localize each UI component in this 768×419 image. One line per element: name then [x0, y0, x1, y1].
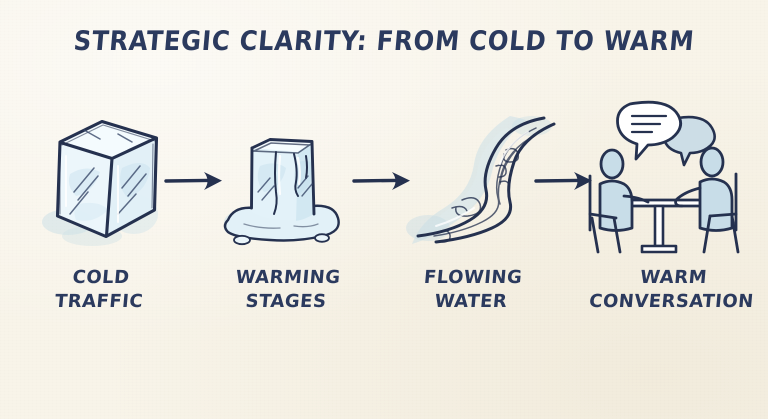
- ice-cube-icon: [26, 96, 186, 266]
- stage-label-warm-conversation: WARM CONVERSATION: [588, 267, 755, 312]
- arrow-right-icon: [352, 164, 414, 198]
- two-people-conversation-icon: [582, 96, 752, 266]
- speech-bubble-left: [616, 100, 682, 161]
- stage-label-warming-stages: WARMING STAGES: [234, 267, 342, 312]
- chair-right: [702, 172, 740, 254]
- person-left: [598, 148, 650, 232]
- stage-label-cold-traffic: COLD TRAFFIC: [54, 267, 144, 312]
- stage-label-row: COLD TRAFFIC WARMING STAGES FLOWING WATE…: [0, 266, 768, 336]
- stage-label-flowing-water: FLOWING WATER: [423, 267, 524, 312]
- chair-left: [588, 174, 622, 254]
- stage-illustration-row: [0, 96, 768, 266]
- arrow-right-icon: [534, 164, 596, 198]
- person-right: [674, 146, 734, 232]
- flowing-river-icon: [404, 96, 564, 266]
- page-title: STRATEGIC CLARITY: FROM COLD TO WARM: [72, 26, 696, 57]
- arrow-right-icon: [164, 164, 226, 198]
- melting-ice-cube-icon: [214, 96, 354, 266]
